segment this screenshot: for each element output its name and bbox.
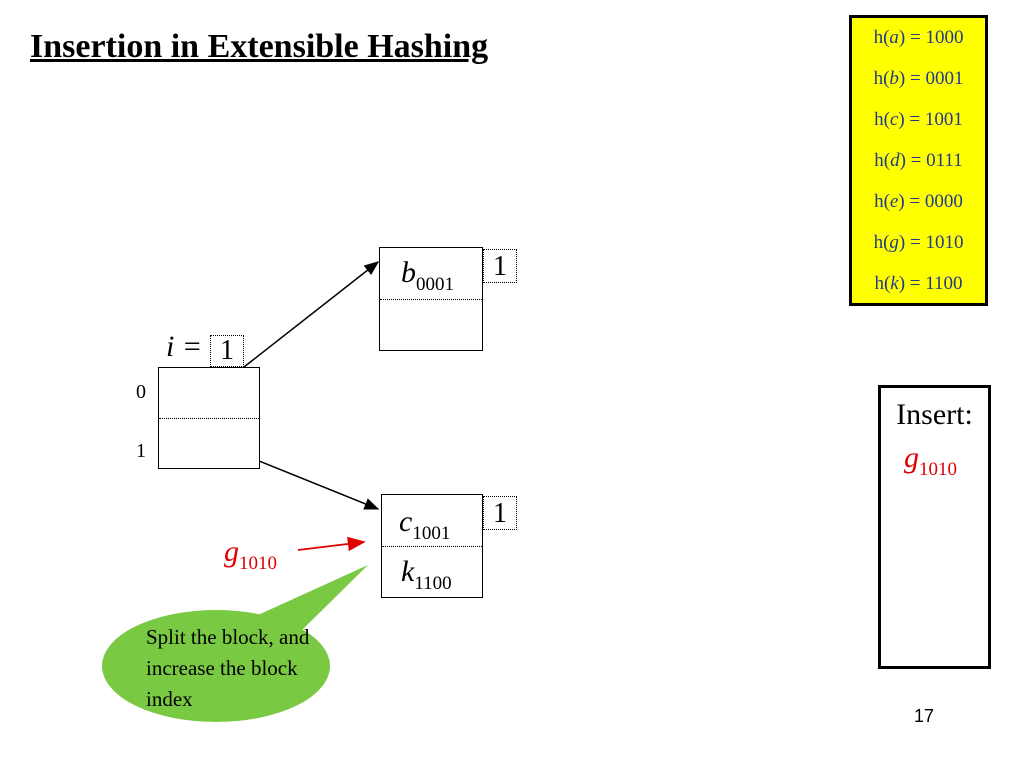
hash-line-e: h(e) = 0000 — [874, 191, 963, 212]
incoming-key: g1010 — [224, 535, 277, 574]
hash-line-a: h(a) = 1000 — [873, 27, 964, 48]
bucket-1-entry-c: c1001 — [399, 505, 451, 544]
bucket-1-local-depth: 1 — [483, 496, 517, 530]
bucket-1-entry-k: k1100 — [401, 555, 452, 594]
hash-line-d: h(d) = 0111 — [874, 150, 963, 171]
global-depth-label: i = — [166, 330, 203, 363]
callout-bubble — [102, 565, 368, 722]
callout-text: Split the block, and increase the block … — [146, 625, 310, 711]
hash-line-c: h(c) = 1001 — [874, 109, 963, 130]
bucket-0-local-depth: 1 — [483, 249, 517, 283]
directory-divider — [159, 418, 259, 419]
hash-line-g: h(g) = 1010 — [873, 232, 964, 253]
directory-slot-0-label: 0 — [136, 381, 146, 403]
directory-slot-1-label: 1 — [136, 440, 146, 462]
bucket-1: c1001 k1100 — [381, 494, 483, 598]
insert-label: Insert: — [896, 398, 973, 431]
bucket-1-divider — [382, 546, 482, 547]
bucket-0: b0001 — [379, 247, 483, 351]
hash-line-k: h(k) = 1100 — [874, 273, 963, 294]
global-depth-value: 1 — [210, 335, 244, 367]
insert-key: g1010 — [904, 441, 957, 480]
bucket-0-divider — [380, 299, 482, 300]
directory-table — [158, 367, 260, 469]
bucket-0-entry-b: b0001 — [401, 256, 454, 295]
page-number: 17 — [914, 706, 935, 726]
insert-panel: Insert: g1010 — [878, 385, 991, 669]
incoming-insert-arrow — [297, 536, 366, 552]
slide-title: Insertion in Extensible Hashing — [30, 28, 489, 65]
hash-values-box: h(a) = 1000 h(b) = 0001 h(c) = 1001 h(d)… — [849, 15, 988, 306]
hash-line-b: h(b) = 0001 — [873, 68, 964, 89]
